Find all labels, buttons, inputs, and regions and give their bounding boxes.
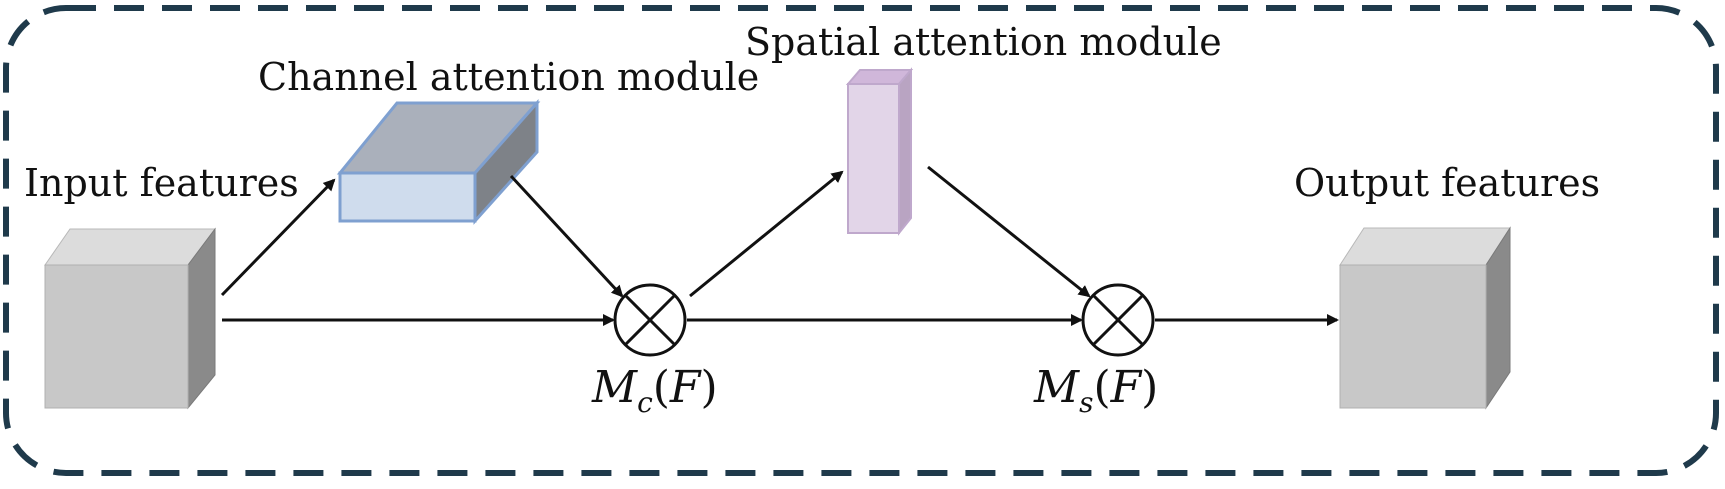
spatial-attention-label: Spatial attention module (745, 20, 1222, 64)
channel-attention-label: Channel attention module (258, 55, 759, 99)
formula-ms-sub: s (1079, 386, 1093, 419)
dashed-border (3, 5, 1719, 476)
input-features-cube (44, 227, 216, 410)
arrow-mult1-to-spatial (689, 170, 844, 298)
spatial-attention-block (845, 67, 914, 236)
formula-mc: Mc(F) (591, 362, 718, 419)
arrow-channel-to-mult1 (509, 174, 624, 298)
arrow-input-to-channel (220, 178, 336, 297)
formula-ms-arg: F (1110, 362, 1143, 413)
channel-block-front (338, 171, 477, 223)
channel-attention-block (336, 99, 541, 225)
formula-mc-close: ) (700, 362, 717, 413)
formula-mc-arg: F (669, 362, 702, 413)
spatial-block-front (847, 83, 900, 234)
output-cube-top (1339, 227, 1511, 266)
output-cube-front (1339, 264, 1487, 409)
formula-ms: Ms(F) (1033, 362, 1158, 419)
output-features-cube (1339, 226, 1511, 410)
input-cube-top (44, 228, 216, 266)
formula-mc-open: ( (653, 362, 670, 413)
spatial-block-side (898, 67, 912, 236)
formula-mc-sub: c (637, 386, 653, 419)
multiply-circle-icon (613, 283, 687, 357)
arrows (220, 165, 1339, 326)
formula-mc-base: M (591, 362, 638, 413)
formula-ms-base: M (1033, 362, 1080, 413)
input-cube-front (44, 264, 189, 409)
arrow-spatial-to-mult2 (927, 165, 1091, 298)
output-features-label: Output features (1294, 161, 1600, 205)
formula-ms-close: ) (1141, 362, 1158, 413)
formula-ms-open: ( (1093, 362, 1110, 413)
input-features-label: Input features (24, 161, 299, 205)
multiply-circle-icon (1081, 283, 1155, 357)
